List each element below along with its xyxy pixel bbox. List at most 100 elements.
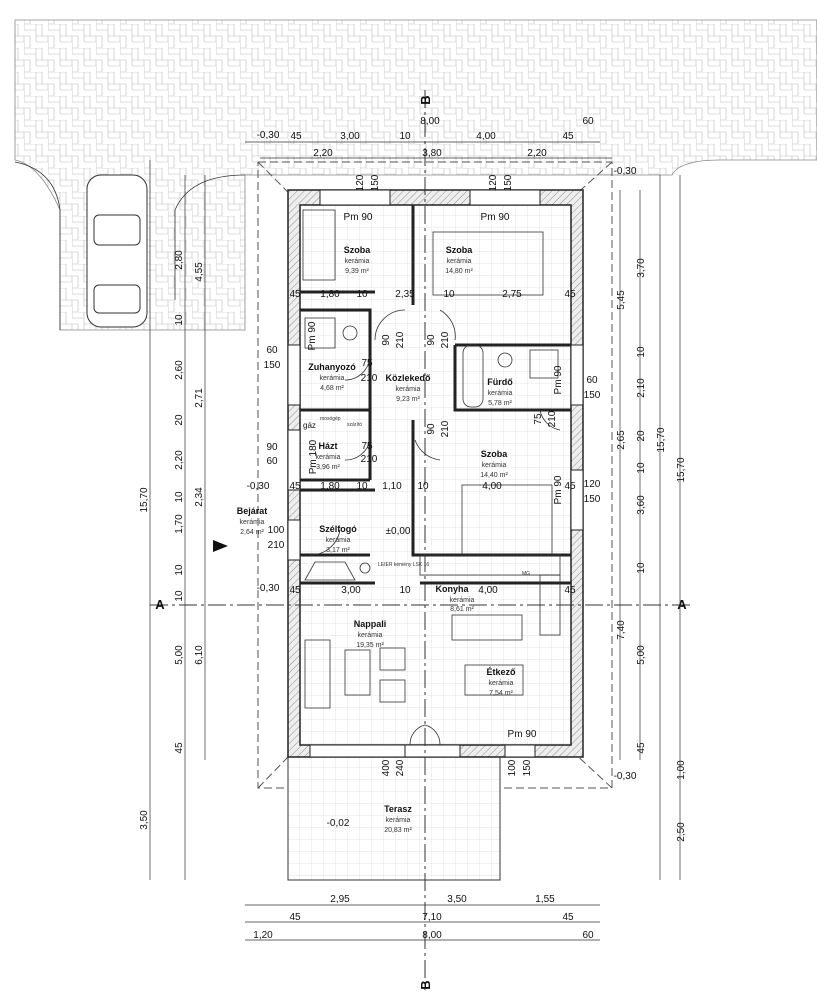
svg-text:Házt: Házt <box>318 441 337 451</box>
svg-text:150: 150 <box>584 494 601 505</box>
svg-text:210: 210 <box>547 410 558 427</box>
svg-text:Szoba: Szoba <box>481 449 508 459</box>
axis-b-bottom: B <box>418 980 433 989</box>
svg-text:2,75: 2,75 <box>502 289 522 300</box>
svg-text:100: 100 <box>268 525 285 536</box>
paving <box>14 19 817 331</box>
svg-text:1,10: 1,10 <box>382 481 402 492</box>
dims-inner: 45 1,80 10 2,35 10 2,75 45 45 1,80 10 1,… <box>264 174 601 776</box>
svg-text:2,10: 2,10 <box>636 378 647 398</box>
dims-left: 15,70 3,50 2,80 4,55 2,60 2,71 2,20 2,34… <box>139 250 205 830</box>
svg-text:9,39 m²: 9,39 m² <box>345 268 369 275</box>
svg-text:Konyha: Konyha <box>435 584 469 594</box>
svg-text:kerámia: kerámia <box>316 454 341 461</box>
svg-text:120: 120 <box>355 174 366 191</box>
svg-text:10: 10 <box>636 346 647 358</box>
svg-text:3,96 m²: 3,96 m² <box>316 464 340 471</box>
svg-text:15,70: 15,70 <box>139 487 150 512</box>
svg-text:4,00: 4,00 <box>476 131 496 142</box>
svg-text:1,70: 1,70 <box>174 514 185 534</box>
svg-text:4,00: 4,00 <box>482 481 502 492</box>
dims-top: 45 3,00 10 4,00 45 60 2,20 3,80 2,20 8,0… <box>290 116 594 159</box>
svg-text:75: 75 <box>361 358 373 369</box>
svg-text:1,00: 1,00 <box>676 760 687 780</box>
svg-text:3,50: 3,50 <box>139 810 150 830</box>
svg-text:150: 150 <box>522 759 533 776</box>
dimension-lines <box>149 141 681 941</box>
svg-text:kerámia: kerámia <box>447 258 472 265</box>
svg-text:20: 20 <box>636 430 647 442</box>
axis-a-left: A <box>155 597 165 612</box>
svg-text:150: 150 <box>264 360 281 371</box>
svg-text:Zuhanyozó: Zuhanyozó <box>308 362 356 372</box>
svg-text:100: 100 <box>507 759 518 776</box>
dims-right: 5,45 2,65 7,40 3,70 2,10 3,60 5,00 15,70… <box>616 258 687 842</box>
svg-text:75: 75 <box>533 413 544 425</box>
svg-text:LEIER kémény LSK 16: LEIER kémény LSK 16 <box>378 562 429 568</box>
svg-text:Pm 90: Pm 90 <box>553 365 564 394</box>
svg-text:1,80: 1,80 <box>320 289 340 300</box>
svg-text:Pm 90: Pm 90 <box>344 212 373 223</box>
svg-text:45: 45 <box>564 585 576 596</box>
svg-text:kerámia: kerámia <box>482 462 507 469</box>
svg-text:150: 150 <box>584 390 601 401</box>
svg-text:14,80 m²: 14,80 m² <box>445 268 473 275</box>
svg-text:2,34: 2,34 <box>194 487 205 507</box>
svg-text:1,80: 1,80 <box>320 481 340 492</box>
svg-text:kerámia: kerámia <box>358 632 383 639</box>
svg-text:10: 10 <box>174 564 185 576</box>
svg-text:2,95: 2,95 <box>330 894 350 905</box>
svg-text:45: 45 <box>289 912 301 923</box>
entrance-arrow-icon <box>213 540 228 552</box>
svg-text:210: 210 <box>395 331 406 348</box>
svg-text:210: 210 <box>361 373 378 384</box>
svg-text:3,60: 3,60 <box>636 495 647 515</box>
svg-text:45: 45 <box>289 289 301 300</box>
section-axes: A A B B <box>150 90 690 990</box>
svg-text:3,00: 3,00 <box>340 131 360 142</box>
svg-text:45: 45 <box>174 742 185 754</box>
svg-text:90: 90 <box>426 423 437 435</box>
svg-text:2,20: 2,20 <box>174 450 185 470</box>
svg-text:2,71: 2,71 <box>194 388 205 408</box>
svg-text:15,70: 15,70 <box>656 427 667 452</box>
svg-text:75: 75 <box>361 441 373 452</box>
svg-text:2,65: 2,65 <box>616 430 627 450</box>
svg-text:Szoba: Szoba <box>446 245 473 255</box>
svg-text:10: 10 <box>356 481 368 492</box>
svg-text:kerámia: kerámia <box>386 817 411 824</box>
svg-text:-0,30: -0,30 <box>614 771 637 782</box>
svg-text:400: 400 <box>381 759 392 776</box>
svg-text:Étkező: Étkező <box>486 667 516 677</box>
svg-text:15,70: 15,70 <box>676 457 687 482</box>
svg-text:10: 10 <box>417 481 429 492</box>
svg-text:1,55: 1,55 <box>535 894 555 905</box>
svg-text:2,60: 2,60 <box>174 360 185 380</box>
svg-text:10: 10 <box>174 491 185 503</box>
svg-text:1,20: 1,20 <box>253 930 273 941</box>
svg-text:19,35 m²: 19,35 m² <box>356 642 384 649</box>
svg-text:2,35: 2,35 <box>395 289 415 300</box>
svg-text:Pm 180: Pm 180 <box>308 439 319 474</box>
svg-text:4,00: 4,00 <box>478 585 498 596</box>
svg-text:kerámia: kerámia <box>345 258 370 265</box>
svg-text:60: 60 <box>586 375 598 386</box>
svg-text:90: 90 <box>381 334 392 346</box>
svg-text:Szélfogó: Szélfogó <box>319 524 357 534</box>
exterior-walls <box>287 189 584 758</box>
svg-text:-0,30: -0,30 <box>614 166 637 177</box>
svg-text:60: 60 <box>266 456 278 467</box>
svg-text:60: 60 <box>582 116 594 127</box>
axis-a-right: A <box>677 597 687 612</box>
svg-text:45: 45 <box>289 585 301 596</box>
svg-text:2,20: 2,20 <box>527 148 547 159</box>
svg-text:10: 10 <box>399 585 411 596</box>
svg-text:10: 10 <box>399 131 411 142</box>
